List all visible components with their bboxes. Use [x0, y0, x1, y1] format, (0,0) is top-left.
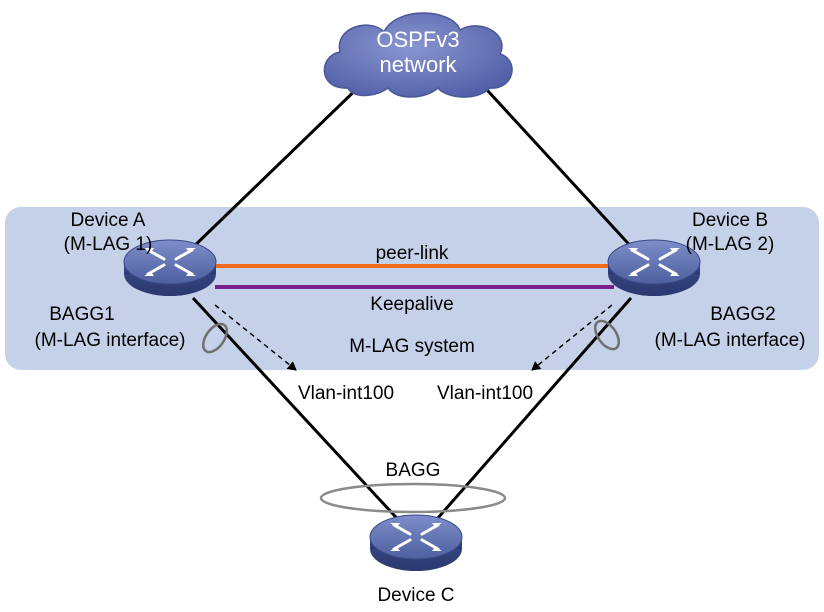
- vlan-label-left: Vlan-int100: [298, 383, 394, 404]
- device-b-agg-role: (M-LAG interface): [655, 330, 806, 351]
- agg-ellipse-right: [593, 319, 621, 351]
- mlag-system-label: M-LAG system: [349, 336, 475, 357]
- uplink-device-a: [185, 76, 370, 255]
- cloud-icon: [323, 12, 513, 98]
- cloud-label-line1: OSPFv3: [376, 27, 459, 52]
- device-b-agg-label: BAGG2: [710, 304, 775, 325]
- downlink-device-a: [191, 296, 407, 529]
- vlan-arrow-right: [531, 304, 613, 371]
- device-a-agg-label: BAGG1: [49, 304, 114, 325]
- vlan-label-right: Vlan-int100: [437, 383, 533, 404]
- bagg-ellipse: [319, 482, 507, 514]
- agg-ellipse-left: [201, 322, 229, 354]
- device-a-agg-role: (M-LAG interface): [35, 330, 186, 351]
- device-c-name: Device C: [377, 585, 454, 606]
- cloud-label-line2: network: [379, 52, 457, 77]
- device-c-agg-label: BAGG: [386, 460, 441, 481]
- peer-link-label: peer-link: [376, 243, 449, 264]
- device-a-role: (M-LAG 1): [64, 234, 153, 255]
- uplink-device-b: [474, 76, 639, 255]
- device-c-switch-icon: [368, 513, 464, 573]
- device-b-role: (M-LAG 2): [686, 234, 775, 255]
- device-b-name: Device B: [692, 210, 768, 231]
- device-a-name: Device A: [71, 210, 146, 231]
- keepalive-label: Keepalive: [370, 294, 453, 315]
